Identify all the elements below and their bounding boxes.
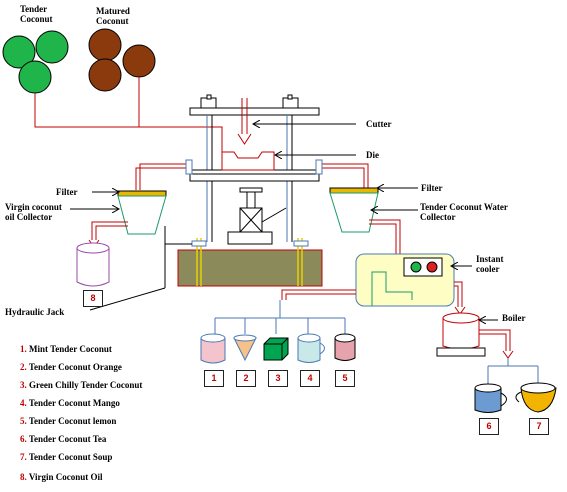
tender-coconut xyxy=(18,60,52,94)
number-box-1: 1 xyxy=(204,370,224,387)
matured-coconut xyxy=(88,28,122,62)
distribution-line xyxy=(214,300,346,334)
legend-item: 3. Green Chilly Tender Coconut xyxy=(20,380,143,390)
tender-coconut xyxy=(2,35,36,69)
number-box-8: 8 xyxy=(83,290,103,307)
label-filter-left: Filter xyxy=(56,187,78,197)
die xyxy=(221,151,275,171)
oil-bottle xyxy=(76,242,110,287)
label-die: Die xyxy=(366,150,379,160)
machine-base xyxy=(164,226,323,288)
matured-coconut xyxy=(88,58,122,92)
number-box-4: 4 xyxy=(300,370,320,387)
pipe-oil xyxy=(139,163,190,190)
boiler xyxy=(436,312,486,357)
cup-mint xyxy=(200,333,226,364)
legend-item: 7. Tender Coconut Soup xyxy=(20,452,113,462)
cup-lemon xyxy=(334,333,356,361)
label-filter-right: Filter xyxy=(421,183,443,193)
cube-green-chilly xyxy=(263,337,289,361)
legend-item: 8. Virgin Coconut Oil xyxy=(20,472,103,482)
cone-orange xyxy=(233,334,257,362)
matured-coconut-group xyxy=(88,28,156,92)
label-hydraulic-jack: Hydraulic Jack xyxy=(5,307,65,317)
number-box-6: 6 xyxy=(479,418,499,435)
matured-coconut xyxy=(122,44,156,78)
legend-item: 2. Tender Coconut Orange xyxy=(20,362,122,372)
number-box-3: 3 xyxy=(268,370,288,387)
cup-soup xyxy=(515,382,557,413)
cutter-arrow xyxy=(237,98,252,145)
hydraulic-jack xyxy=(227,187,287,245)
label-cutter: Cutter xyxy=(366,119,392,129)
tender-coconut xyxy=(35,30,69,64)
legend-item: 6. Tender Coconut Tea xyxy=(20,434,107,444)
number-box-5: 5 xyxy=(335,370,355,387)
legend-item: 1. Mint Tender Coconut xyxy=(20,344,112,354)
pipe-oil xyxy=(135,167,190,190)
tender-water-collector xyxy=(329,187,379,233)
virgin-oil-collector xyxy=(117,190,167,235)
number-box-7: 7 xyxy=(529,418,549,435)
legend-item: 5. Tender Coconut lemon xyxy=(20,416,117,426)
cup-tea xyxy=(474,383,507,413)
pipe-water xyxy=(319,167,365,190)
label-boiler: Boiler xyxy=(502,313,526,323)
instant-cooler xyxy=(355,253,455,307)
legend-item: 4. Tender Coconut Mango xyxy=(20,398,120,408)
pipe-water xyxy=(319,163,369,190)
feed-line xyxy=(34,93,223,153)
number-box-2: 2 xyxy=(236,370,256,387)
tender-coconut-group xyxy=(2,30,69,94)
press-frame xyxy=(187,94,322,242)
mug-mango xyxy=(297,333,325,363)
